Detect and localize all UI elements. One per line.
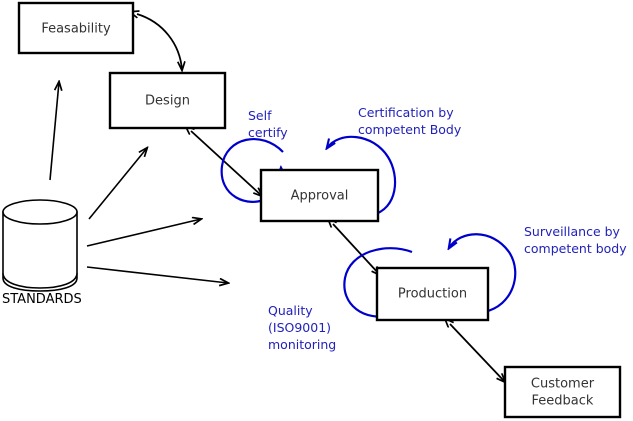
connector-production-customer-feedback bbox=[450, 324, 505, 382]
connector-standards-production bbox=[86, 266, 228, 283]
label-quality-line1: Quality bbox=[268, 303, 313, 318]
node-customer-feedback-label-line1: Customer bbox=[531, 377, 595, 392]
label-self-certify-line2: certify bbox=[248, 125, 288, 140]
connector-standards-design bbox=[88, 148, 147, 220]
label-certification-line2: competent Body bbox=[358, 122, 462, 137]
label-quality-line3: monitoring bbox=[268, 337, 336, 352]
node-feasability[interactable]: Feasability bbox=[17, 1, 135, 55]
node-approval[interactable]: Approval bbox=[259, 168, 380, 223]
node-design-label: Design bbox=[145, 94, 190, 109]
label-self-certify: Self certify bbox=[248, 108, 288, 140]
cylinder-top bbox=[2, 199, 78, 225]
label-certification-by-competent-body: Certification by competent Body bbox=[358, 105, 462, 137]
loop-surveillance-by-competent-body bbox=[449, 233, 517, 314]
datastore-standards-label: STANDARDS bbox=[2, 292, 82, 307]
label-surveillance-line1: Surveillance by bbox=[524, 224, 621, 239]
cylinder-body bbox=[2, 211, 78, 292]
loop-certification-by-competent-body bbox=[327, 135, 397, 217]
connector-standards-approval bbox=[86, 219, 201, 247]
connector-approval-production bbox=[333, 224, 380, 275]
label-surveillance-line2: competent body bbox=[524, 241, 627, 256]
node-design[interactable]: Design bbox=[108, 71, 227, 130]
label-quality-line2: (ISO9001) bbox=[268, 320, 331, 335]
node-customer-feedback[interactable]: Customer Feedback bbox=[503, 365, 622, 419]
connector-standards-feasability bbox=[49, 82, 59, 181]
node-feasability-label: Feasability bbox=[41, 22, 111, 37]
cylinder-bottom-arc bbox=[2, 272, 78, 289]
label-quality-iso9001-monitoring: Quality (ISO9001) monitoring bbox=[268, 303, 336, 352]
node-production[interactable]: Production bbox=[375, 266, 490, 322]
datastore-standards[interactable]: STANDARDS bbox=[2, 199, 82, 307]
label-surveillance-by-competent-body: Surveillance by competent body bbox=[524, 224, 627, 256]
node-production-label: Production bbox=[398, 287, 467, 302]
connector-feasability-design bbox=[137, 14, 182, 70]
label-certification-line1: Certification by bbox=[358, 105, 454, 120]
node-approval-label: Approval bbox=[291, 189, 349, 204]
connector-design-approval bbox=[191, 131, 262, 196]
node-customer-feedback-label-line2: Feedback bbox=[532, 394, 594, 409]
label-self-certify-line1: Self bbox=[248, 108, 272, 123]
